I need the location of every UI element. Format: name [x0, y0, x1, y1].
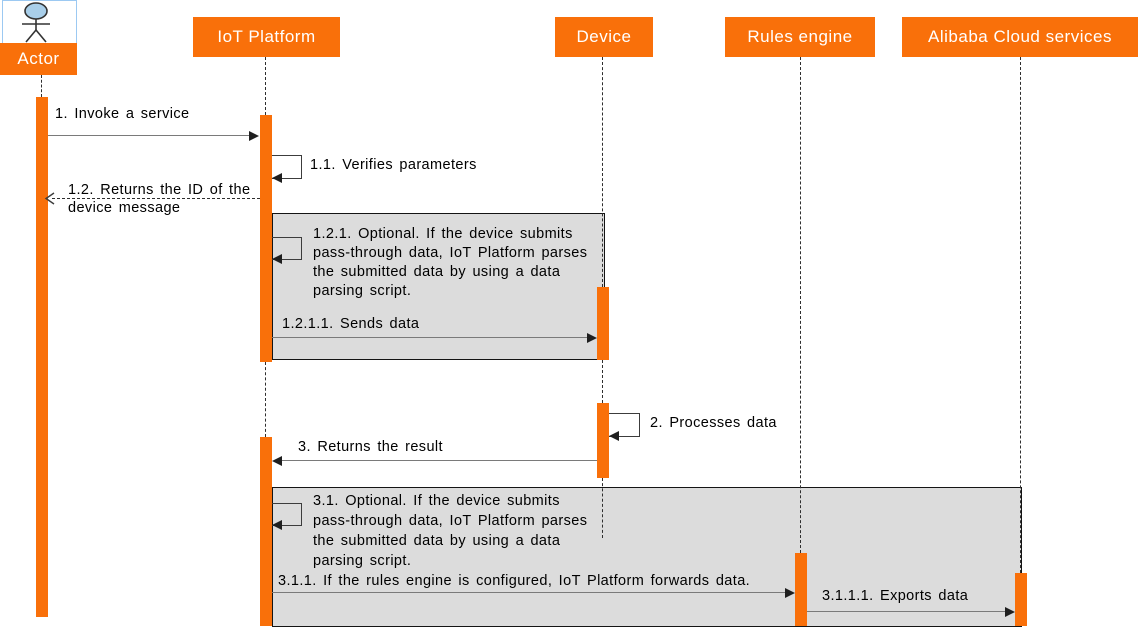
lifeline-header-device: Device [555, 17, 653, 57]
actor-figure-icon [22, 2, 50, 43]
activation-bar-iot-1 [260, 115, 272, 362]
self-message-loop-1-1 [272, 155, 302, 179]
message-return-1-2 [52, 198, 260, 199]
activation-bar-device-1 [597, 287, 609, 360]
message-label-3-1: 3.1. Optional. If the device submits pas… [313, 491, 587, 571]
message-arrow-3-1-1 [272, 592, 785, 593]
lifeline-iot-platform [265, 57, 266, 115]
fragment-box-optional-parse-1 [272, 213, 605, 360]
message-label-3: 3. Returns the result [298, 439, 443, 455]
activation-bar-rules-engine [795, 553, 807, 626]
lifeline-label-alibaba-cloud: Alibaba Cloud services [928, 27, 1112, 46]
message-label-1-2-1-line4: parsing script. [313, 283, 412, 299]
lifeline-header-iot-platform: IoT Platform [193, 17, 340, 57]
activation-bar-alibaba-cloud [1015, 573, 1027, 626]
message-label-3-1-1-1: 3.1.1.1. Exports data [822, 588, 969, 604]
activation-bar-device-2 [597, 403, 609, 478]
message-label-1-2-1-1: 1.2.1.1. Sends data [282, 316, 420, 332]
message-label-3-1-line2: pass-through data, IoT Platform parses [313, 513, 588, 529]
lifeline-label-actor: Actor [17, 49, 60, 68]
arrowhead-left-1-2-1 [272, 254, 282, 264]
message-label-3-1-line1: 3.1. Optional. If the device submits [313, 493, 560, 509]
message-arrow-1 [48, 135, 251, 136]
open-arrowhead-left-1-2 [44, 192, 55, 205]
lifeline-iot-platform [265, 362, 266, 437]
arrowhead-right-1-2-1-1 [587, 333, 597, 343]
lifeline-device [602, 360, 603, 403]
message-label-1-2-line1: 1.2. Returns the ID of the [68, 182, 251, 198]
message-label-1-2: 1.2. Returns the ID of the device messag… [68, 181, 250, 217]
lifeline-header-rules-engine: Rules engine [725, 17, 875, 57]
lifeline-alibaba-cloud [1020, 57, 1021, 573]
message-label-1: 1. Invoke a service [55, 106, 190, 122]
self-message-loop-2 [609, 413, 640, 437]
arrowhead-left-3-1 [272, 520, 282, 530]
self-message-loop-1-2-1 [272, 237, 302, 260]
arrowhead-left-1-1 [272, 173, 282, 183]
message-arrow-1-2-1-1 [272, 337, 587, 338]
message-label-2: 2. Processes data [650, 415, 777, 431]
arrowhead-right-3-1-1 [785, 588, 795, 598]
message-label-3-1-1: 3.1.1. If the rules engine is configured… [278, 573, 751, 589]
lifeline-device [602, 478, 603, 538]
arrowhead-right-1 [249, 131, 259, 141]
self-message-loop-3-1 [272, 503, 302, 526]
message-label-3-1-line3: the submitted data by using a data [313, 533, 561, 549]
arrowhead-right-3-1-1-1 [1005, 607, 1015, 617]
message-label-3-1-line4: parsing script. [313, 553, 412, 569]
message-label-1-2-1-line1: 1.2.1. Optional. If the device submits [313, 226, 573, 242]
message-arrow-3-1-1-1 [807, 611, 1005, 612]
arrowhead-left-3 [272, 456, 282, 466]
lifeline-rules-engine [800, 57, 801, 553]
lifeline-header-alibaba-cloud: Alibaba Cloud services [902, 17, 1138, 57]
message-label-1-2-line2: device message [68, 200, 181, 216]
arrowhead-left-2 [609, 431, 619, 441]
message-label-1-1: 1.1. Verifies parameters [310, 157, 477, 173]
lifeline-header-actor: Actor [0, 43, 77, 75]
lifeline-label-device: Device [576, 27, 632, 46]
activation-bar-actor [36, 97, 48, 617]
lifeline-device [602, 57, 603, 287]
lifeline-label-iot-platform: IoT Platform [217, 27, 316, 46]
message-label-1-2-1-line3: the submitted data by using a data [313, 264, 561, 280]
fragment-box-optional-parse-2 [272, 487, 1022, 627]
lifeline-label-rules-engine: Rules engine [747, 27, 853, 46]
lifeline-actor [41, 75, 42, 97]
message-label-1-2-1-line2: pass-through data, IoT Platform parses [313, 245, 588, 261]
activation-bar-iot-2 [260, 437, 272, 626]
message-label-1-2-1: 1.2.1. Optional. If the device submits p… [313, 225, 587, 301]
message-arrow-3 [280, 460, 597, 461]
